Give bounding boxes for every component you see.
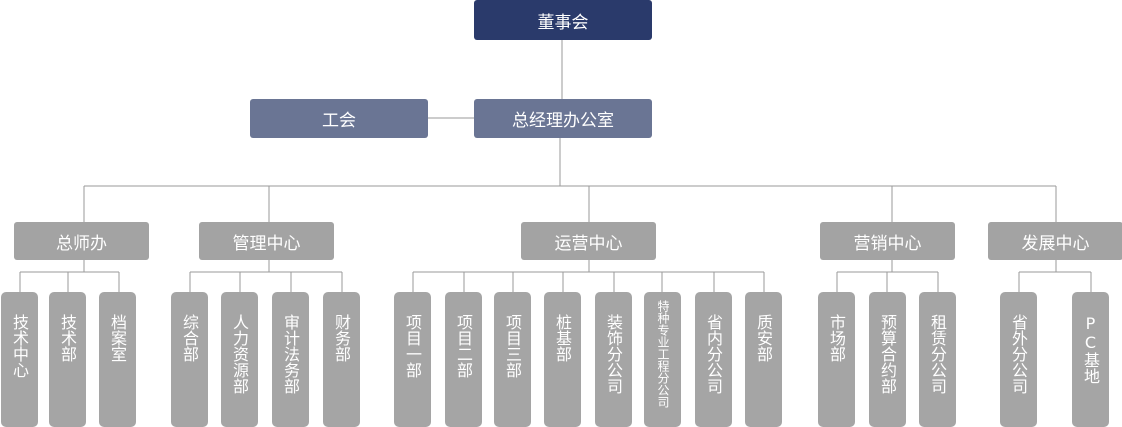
dept-node: 项目一部 [394,292,431,427]
dept-node: 省外分公司 [1000,292,1037,427]
dept-node: 特种专业工程分公司 [644,292,681,427]
gm-office-node: 总经理办公室 [474,99,652,138]
dept-node: 装饰分公司 [595,292,632,427]
board-node: 董事会 [474,0,652,40]
dept-node: 质安部 [745,292,782,427]
dept-node: 项目二部 [445,292,482,427]
center-node-marketing: 营销中心 [820,222,955,260]
union-node: 工会 [250,99,428,138]
center-node-zongshiban: 总师办 [14,222,149,260]
dept-node: 技术中心 [1,292,38,427]
dept-node: 预算合约部 [869,292,906,427]
dept-node: 市场部 [818,292,855,427]
dept-node: 省内分公司 [695,292,732,427]
dept-node: 综合部 [171,292,208,427]
dept-node: 租赁分公司 [919,292,956,427]
dept-node: 人力资源部 [221,292,258,427]
dept-node: 档案室 [99,292,136,427]
dept-node: 财务部 [323,292,360,427]
dept-node: 项目三部 [494,292,531,427]
dept-node: PC基地 [1072,292,1109,427]
dept-node: 桩基部 [544,292,581,427]
dept-node: 技术部 [49,292,86,427]
center-node-development: 发展中心 [988,222,1122,260]
center-node-management: 管理中心 [199,222,334,260]
dept-node: 审计法务部 [272,292,309,427]
center-node-operations: 运营中心 [521,222,656,260]
